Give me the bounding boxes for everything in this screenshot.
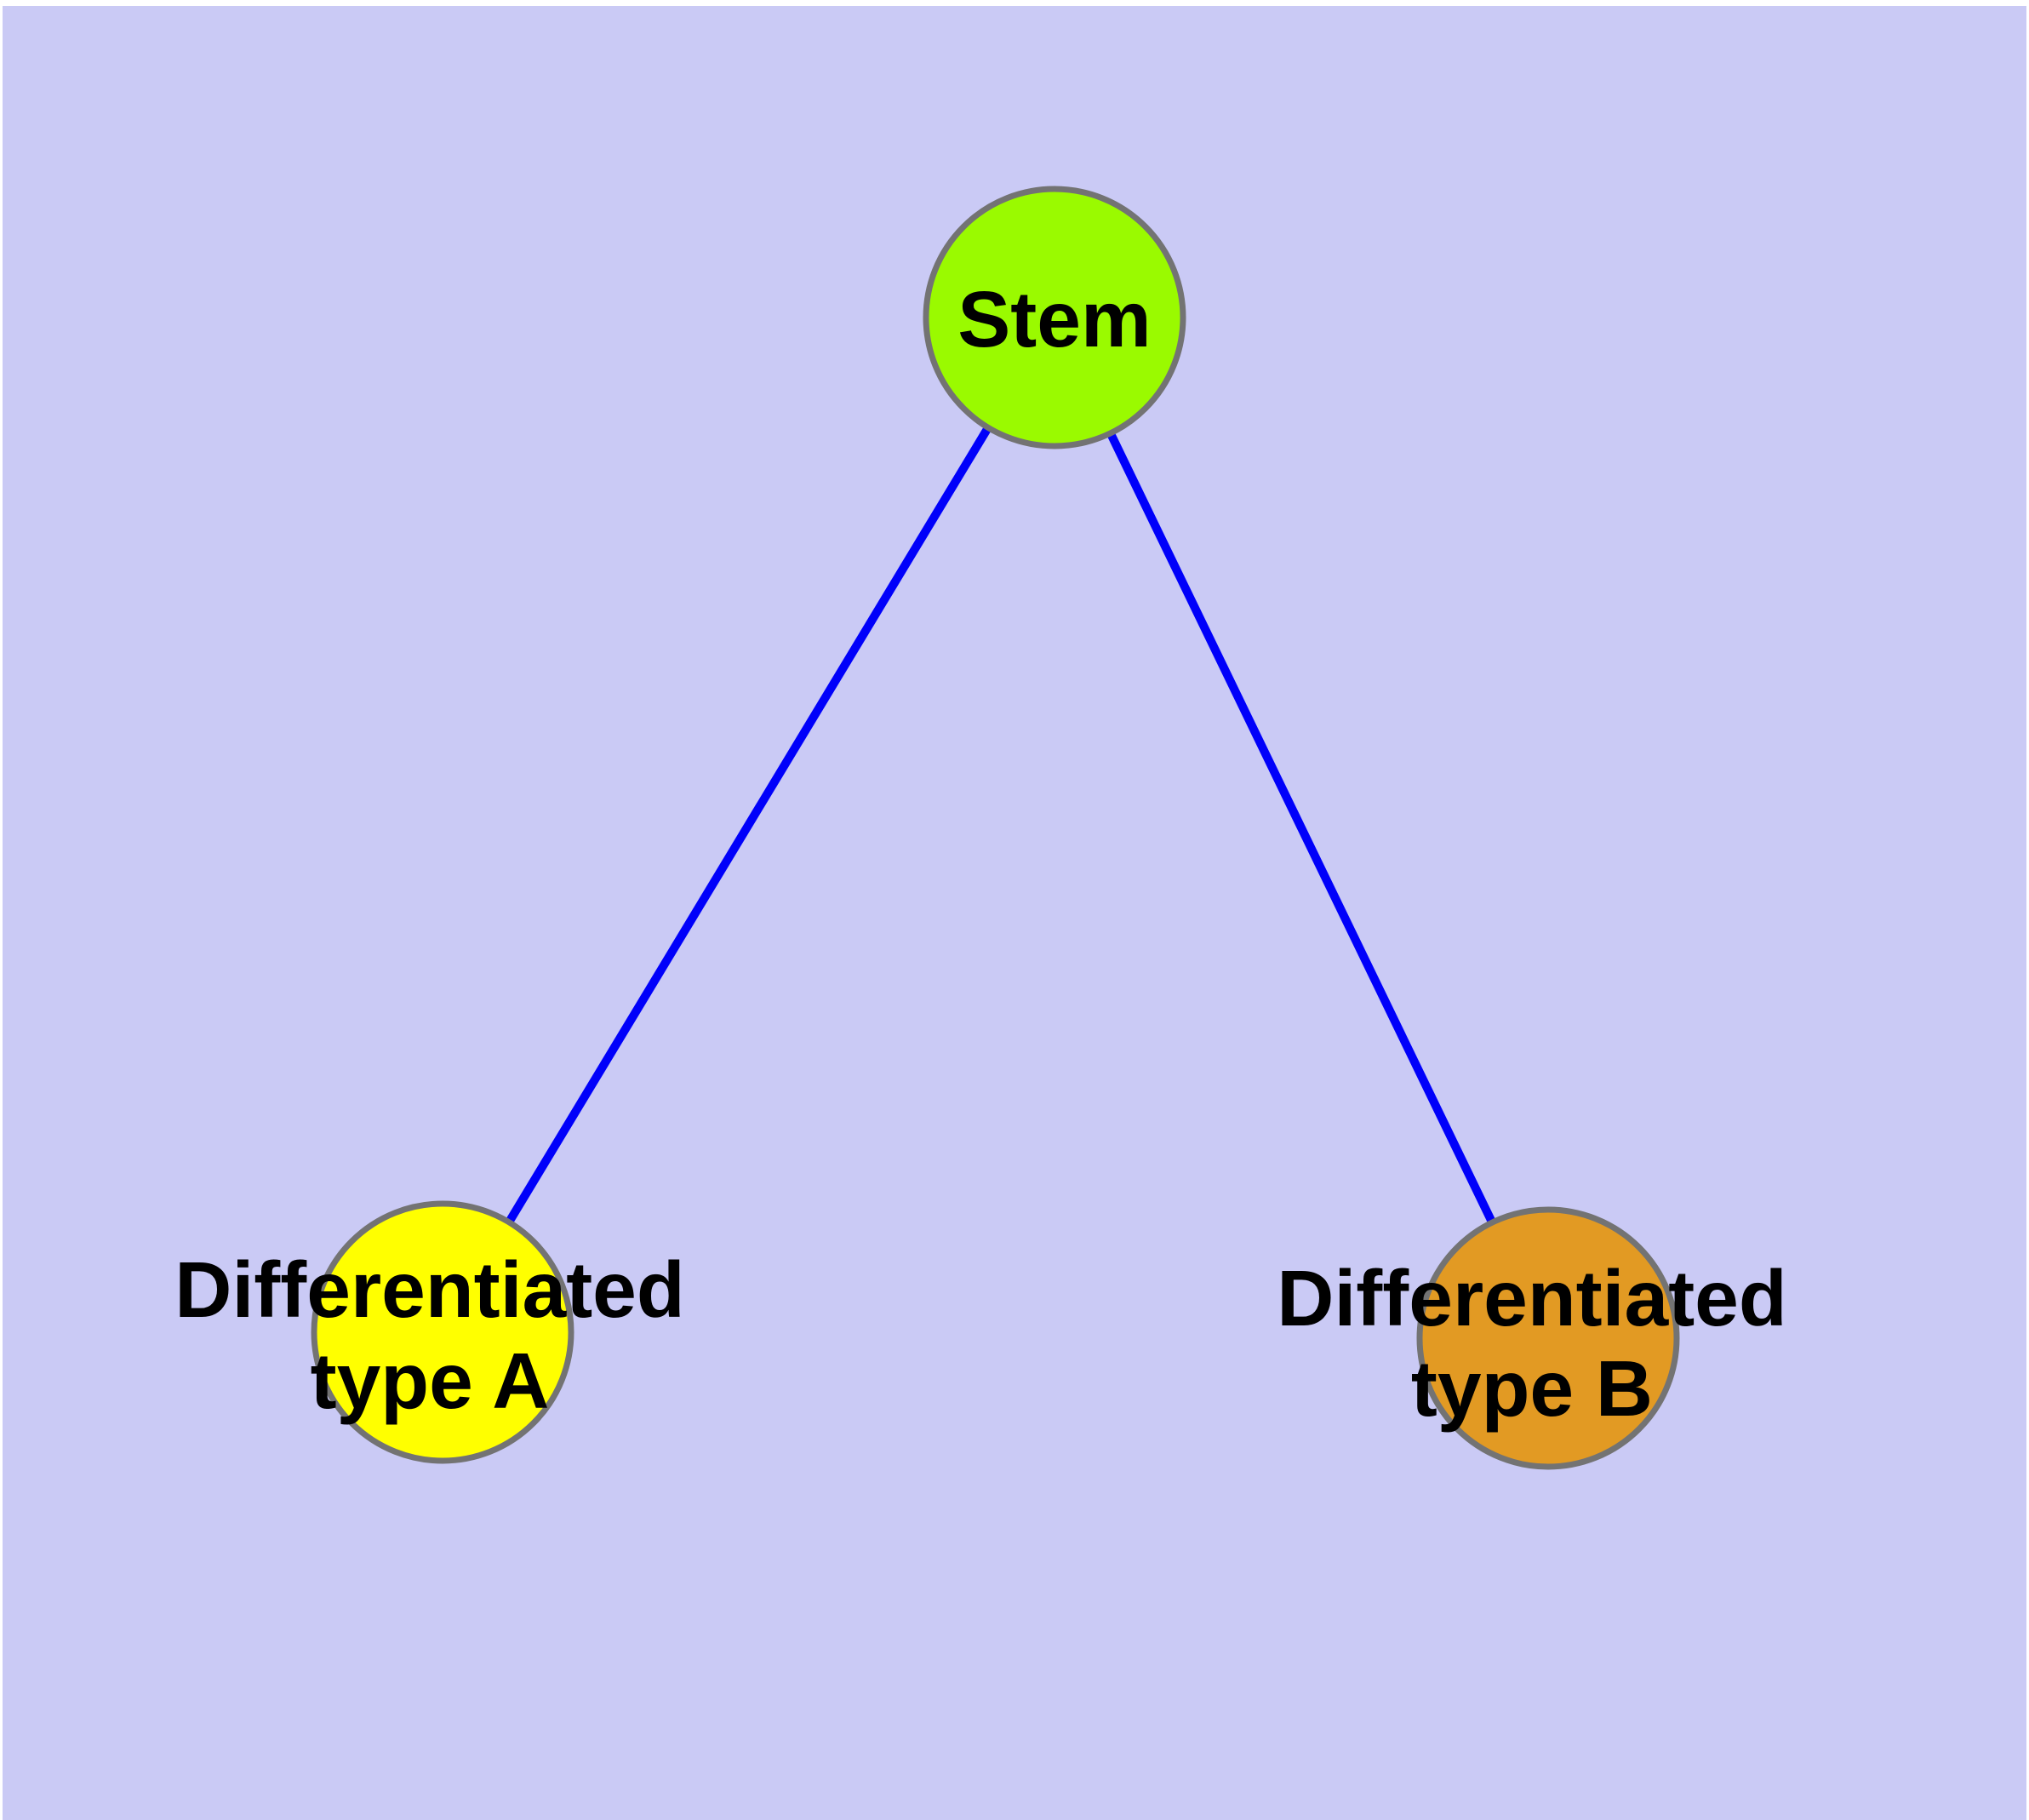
node-differentiated-type-b[interactable] bbox=[1416, 1206, 1680, 1470]
node-stem-label: Stem bbox=[957, 275, 1151, 363]
node-type-b-label-line2: type B bbox=[1411, 1344, 1653, 1433]
node-type-b-label-line1: Differentiated bbox=[1277, 1254, 1786, 1342]
edge-stem-to-type-a[interactable] bbox=[438, 315, 1059, 1335]
edge-stem-to-type-b[interactable] bbox=[1050, 315, 1552, 1341]
node-stem[interactable] bbox=[923, 186, 1186, 449]
node-type-a-label-line2: type A bbox=[311, 1336, 550, 1425]
node-layer bbox=[311, 186, 1680, 1470]
label-layer: Stem Differentiated type A Differentiate… bbox=[174, 275, 1786, 1433]
edge-layer bbox=[438, 315, 1552, 1341]
node-type-a-label-line1: Differentiated bbox=[174, 1245, 684, 1334]
node-differentiated-type-a[interactable] bbox=[311, 1200, 574, 1464]
